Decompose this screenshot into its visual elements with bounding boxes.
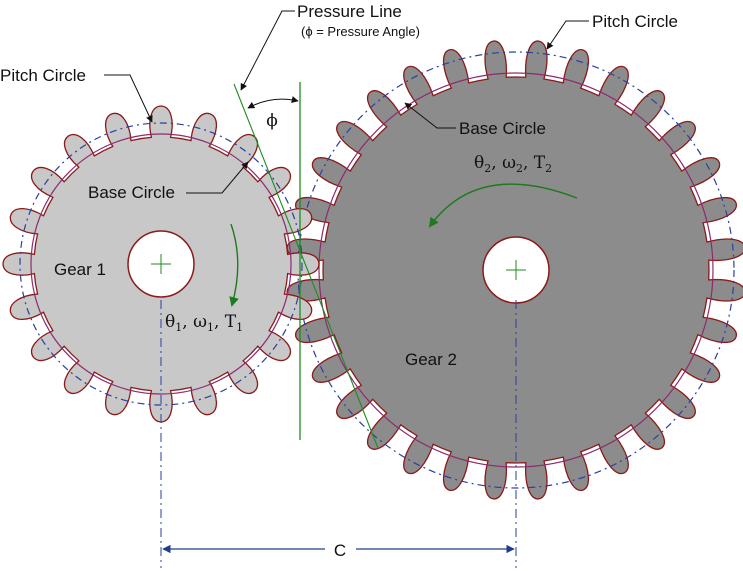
base-circle-label-gear-2: Base Circle bbox=[459, 119, 546, 138]
gear-2-label: Gear 2 bbox=[405, 350, 457, 369]
gear-1 bbox=[2, 105, 320, 423]
gear-2 bbox=[286, 40, 743, 500]
pressure-line-leader bbox=[240, 10, 295, 91]
center-distance-dimension: C bbox=[162, 541, 515, 560]
gear-1-base-circle bbox=[30, 133, 292, 395]
pitch-circle-leader-gear-2 bbox=[546, 20, 589, 50]
base-circle-label-gear-1: Base Circle bbox=[88, 183, 175, 202]
base-circle-leader-gear-1 bbox=[186, 161, 249, 194]
pitch-circle-leader-gear-1 bbox=[104, 74, 153, 123]
base-circle-leader-gear-2 bbox=[404, 102, 456, 129]
pressure-angle-arc bbox=[247, 96, 299, 109]
gear-1-center-mark bbox=[151, 254, 171, 274]
phi-symbol: ϕ bbox=[266, 111, 278, 131]
gear-2-rotation-arrow bbox=[428, 183, 578, 228]
gear-1-rotation-arrow bbox=[229, 223, 239, 307]
center-distance-label: C bbox=[334, 541, 346, 560]
pressure-line-label: Pressure Line bbox=[297, 2, 402, 21]
gear-1-variables: θ1, ω1, T1 bbox=[165, 312, 243, 334]
gear-1-pitch-circle bbox=[19, 122, 303, 406]
gear-2-variables: θ2, ω2, T2 bbox=[474, 153, 552, 175]
gear-1-label: Gear 1 bbox=[54, 260, 106, 279]
gear-2-center-mark bbox=[506, 260, 526, 280]
pressure-line bbox=[233, 83, 379, 449]
pressure-angle-note: (ϕ = Pressure Angle) bbox=[301, 24, 420, 39]
pitch-circle-label-gear-2: Pitch Circle bbox=[592, 12, 678, 31]
pitch-circle-label-gear-1: Pitch Circle bbox=[0, 66, 86, 85]
